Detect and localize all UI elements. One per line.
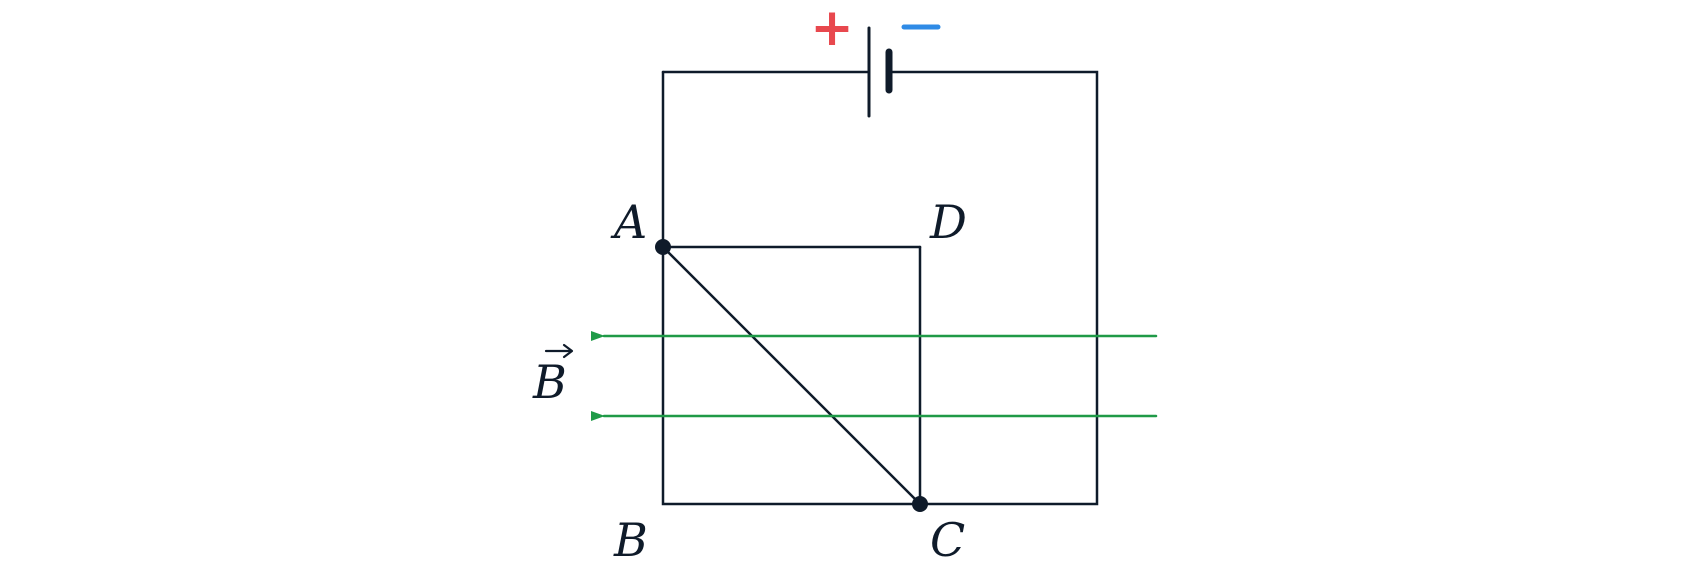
wire-AC-diagonal: [661, 245, 922, 506]
label-B: B: [613, 513, 648, 567]
outer-wire-right: [661, 70, 1099, 506]
field-label: B: [532, 355, 567, 409]
node-C: [912, 496, 928, 512]
label-A: A: [610, 195, 647, 249]
node-A: [655, 239, 671, 255]
field-vector-arrow: [544, 343, 574, 359]
label-D: D: [929, 195, 967, 249]
label-C: C: [930, 513, 965, 567]
battery-positive-sign: +: [810, 0, 854, 58]
